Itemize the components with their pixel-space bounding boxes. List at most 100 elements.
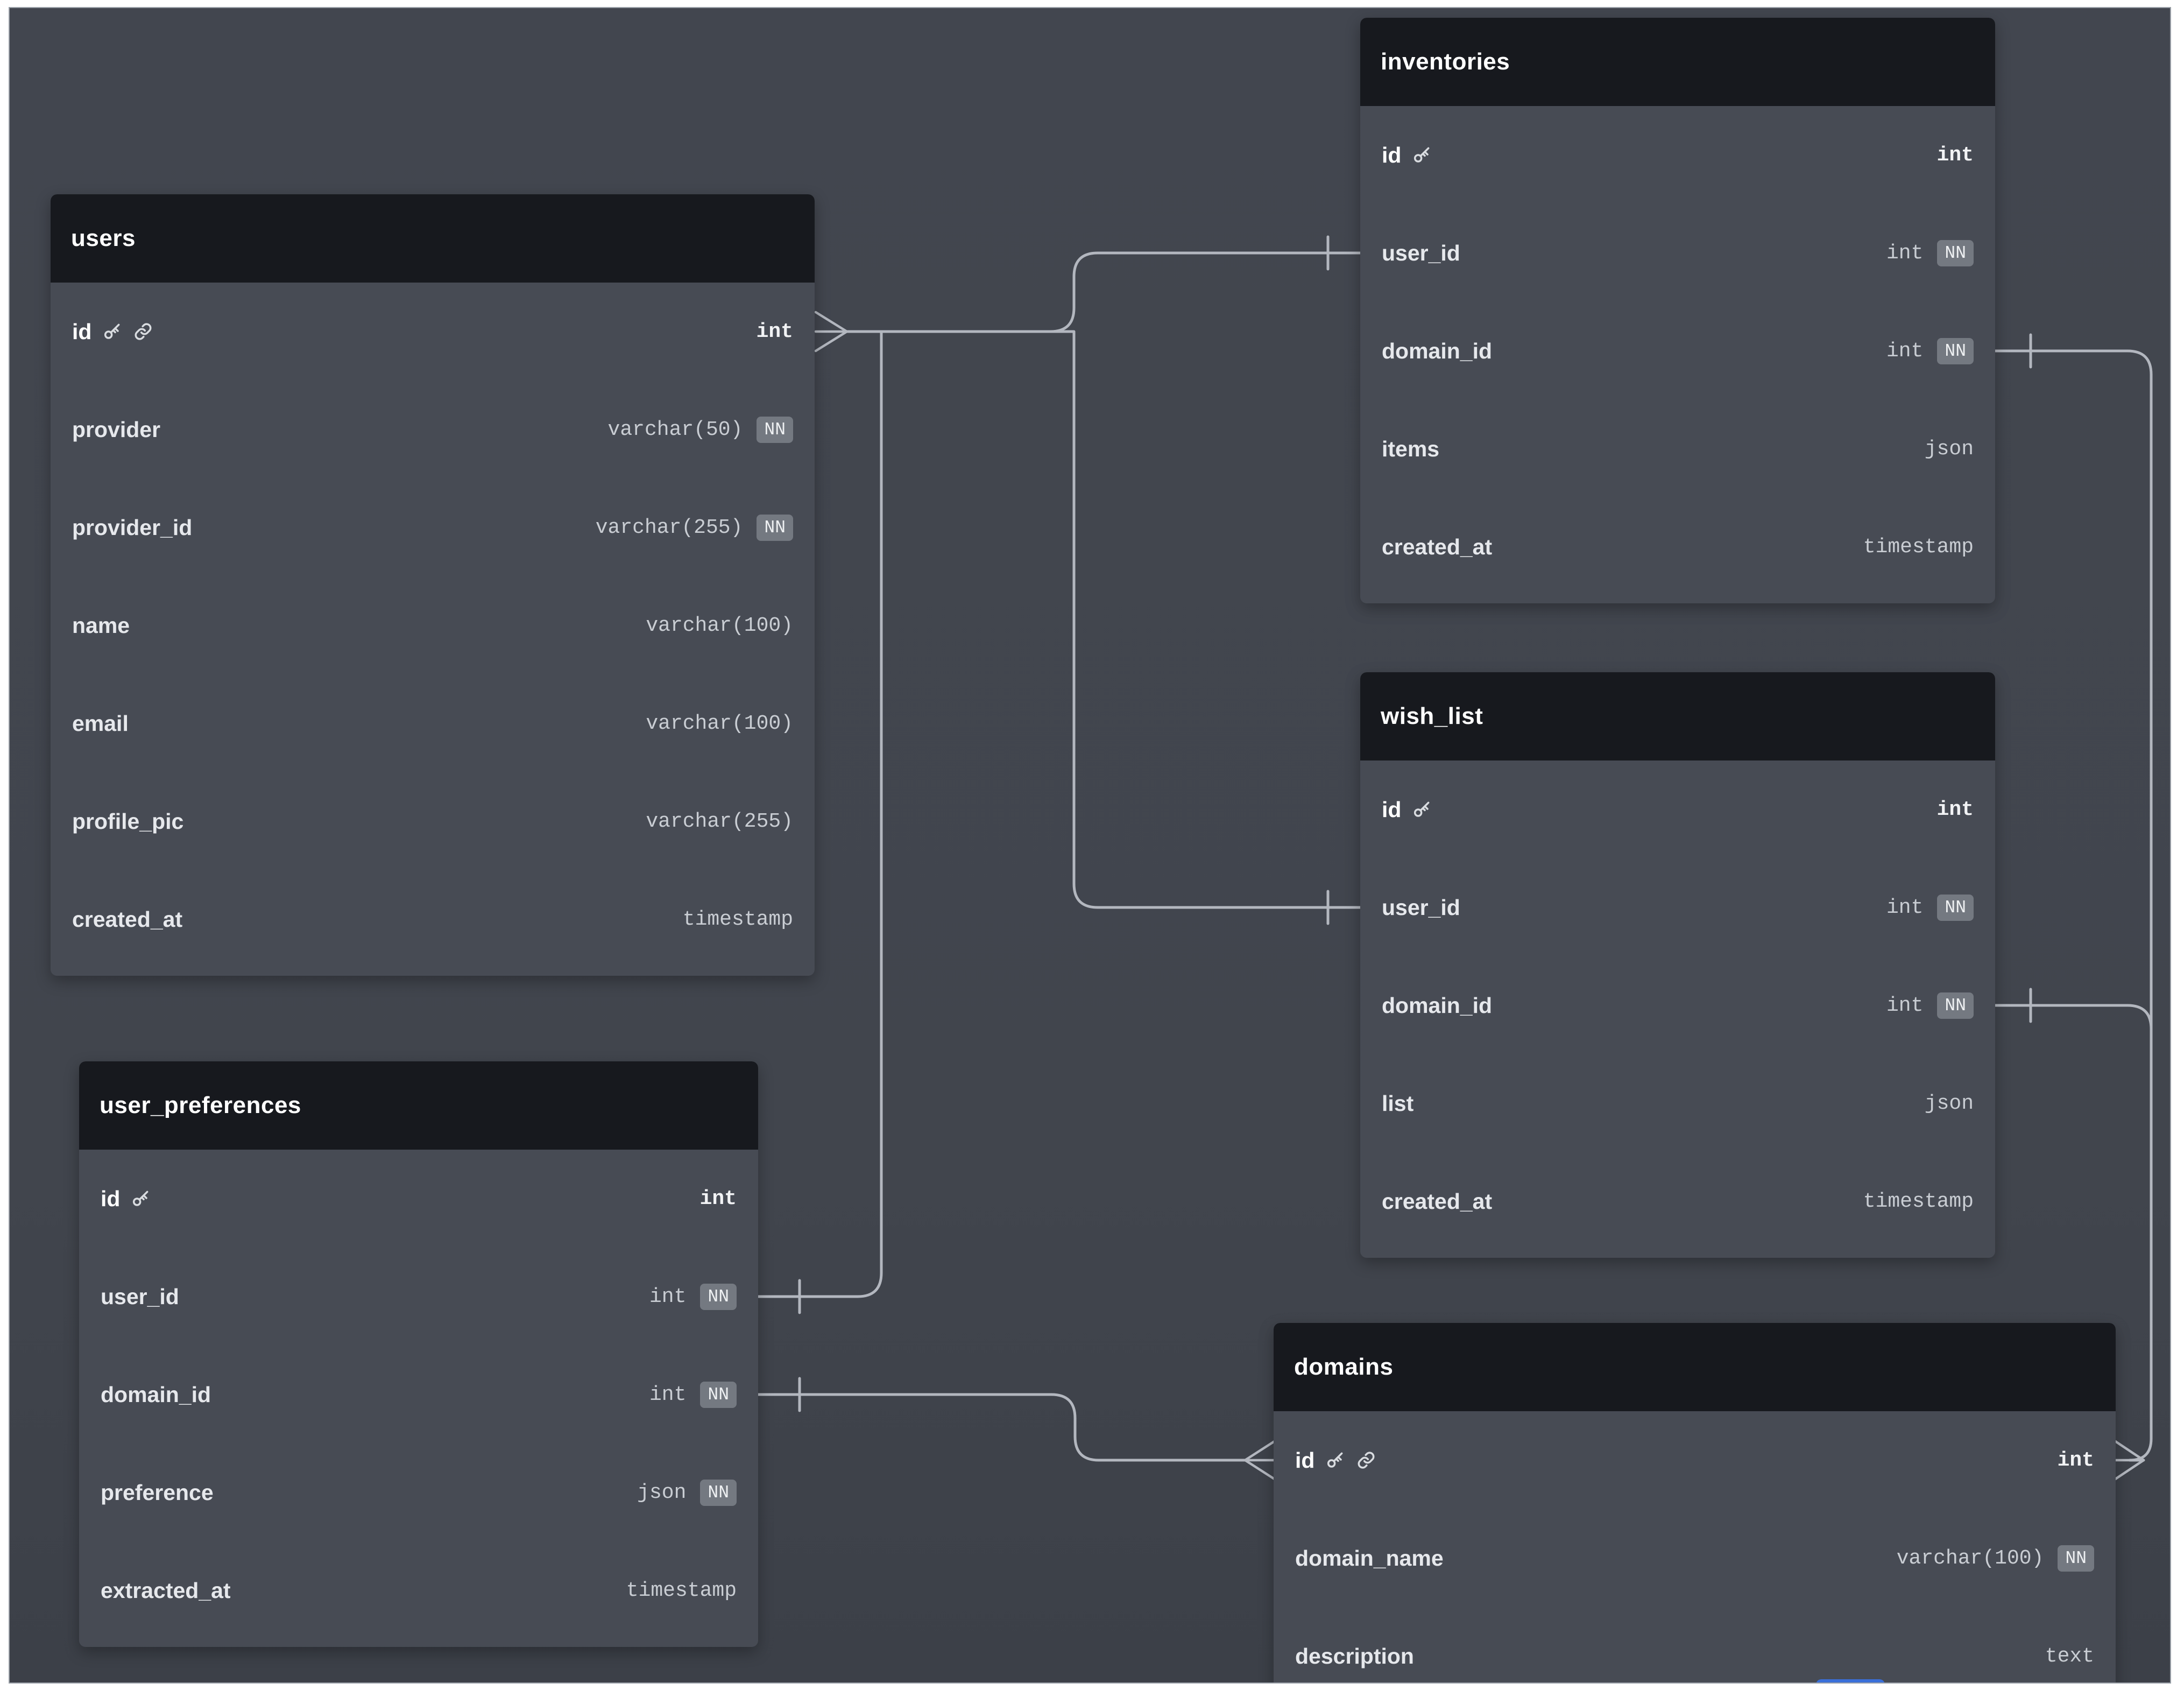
field-row-user_preferences-user_id[interactable]: user_id int NN (79, 1248, 758, 1346)
field-name: id (72, 319, 92, 344)
field-row-users-provider[interactable]: provider varchar(50) NN (51, 381, 815, 478)
key-icon (133, 1191, 149, 1206)
field-type: int (2057, 1448, 2094, 1472)
not-null-badge: NN (1937, 240, 1974, 266)
field-name: profile_pic (72, 808, 184, 834)
field-name: provider (72, 417, 161, 442)
many-crowfoot-users-id (814, 311, 849, 353)
field-name: domain_name (1295, 1545, 1444, 1571)
table-title: inventories (1381, 48, 1510, 75)
field-type: int (1886, 896, 1924, 919)
field-name: user_id (101, 1284, 179, 1309)
field-type: varchar(100) (646, 614, 793, 637)
relationship-line-users-wishlist (845, 330, 1362, 909)
link-icon (1358, 1452, 1375, 1469)
field-name: user_id (1382, 895, 1460, 920)
field-row-users-id[interactable]: id int (51, 283, 815, 381)
relationship-line-wishlist-domains (1994, 1004, 2153, 1086)
field-name: list (1382, 1090, 1414, 1116)
not-null-badge: NN (1937, 337, 1974, 364)
field-row-wish_list-id[interactable]: id int (1360, 761, 1995, 858)
field-row-wish_list-list[interactable]: list json (1360, 1054, 1995, 1152)
field-name: email (72, 710, 129, 736)
field-type: timestamp (682, 907, 793, 931)
table-inventories-header[interactable]: inventories (1360, 18, 1995, 106)
hidden-button-peek (1816, 1679, 1885, 1682)
field-name: provider_id (72, 515, 193, 540)
field-type: int (1886, 339, 1924, 363)
field-type: text (2045, 1644, 2094, 1668)
field-name: created_at (72, 906, 183, 932)
field-type: varchar(50) (607, 418, 743, 441)
field-row-inventories-created_at[interactable]: created_at timestamp (1360, 498, 1995, 596)
field-type: timestamp (1863, 1189, 1974, 1213)
field-type: int (1936, 798, 1974, 821)
relationship-line-users-inventories (845, 251, 1362, 333)
field-type: int (649, 1285, 687, 1308)
field-type: varchar(255) (595, 516, 743, 539)
not-null-badge: NN (757, 416, 793, 443)
field-name: user_id (1382, 240, 1460, 265)
table-domains-header[interactable]: domains (1274, 1323, 2116, 1411)
table-title: wish_list (1381, 703, 1483, 729)
field-name: created_at (1382, 534, 1493, 559)
field-name: domain_id (101, 1382, 211, 1407)
field-type: timestamp (1863, 535, 1974, 559)
field-name: id (1382, 797, 1402, 822)
field-type: int (756, 320, 793, 343)
field-type: varchar(100) (1896, 1546, 2044, 1570)
not-null-badge: NN (700, 1283, 737, 1310)
key-icon (104, 323, 120, 339)
table-title: domains (1294, 1354, 1394, 1380)
field-row-users-provider_id[interactable]: provider_id varchar(255) NN (51, 478, 815, 576)
table-title: user_preferences (100, 1092, 301, 1118)
field-name: description (1295, 1643, 1414, 1668)
field-row-inventories-domain_id[interactable]: domain_id int NN (1360, 302, 1995, 400)
field-name: items (1382, 436, 1440, 461)
field-row-users-created_at[interactable]: created_at timestamp (51, 870, 815, 968)
not-null-badge: NN (757, 514, 793, 541)
field-row-domains-description[interactable]: description text (1274, 1607, 2116, 1682)
field-type: json (1924, 1092, 1974, 1115)
relationship-line-inventories-domains (1994, 349, 2153, 1462)
field-name: domain_id (1382, 992, 1493, 1018)
link-icon (135, 323, 152, 340)
many-crowfoot-domains-id-right (2113, 1439, 2145, 1481)
key-icon (1414, 147, 1430, 163)
field-name: name (72, 612, 130, 638)
field-name: extracted_at (101, 1578, 231, 1603)
field-name: id (1382, 142, 1402, 167)
table-wish_list-header[interactable]: wish_list (1360, 672, 1995, 761)
many-crowfoot-domains-id-left (1243, 1439, 1277, 1481)
field-row-users-profile_pic[interactable]: profile_pic varchar(255) (51, 772, 815, 870)
table-users-header[interactable]: users (51, 194, 815, 283)
field-type: int (649, 1383, 687, 1406)
not-null-badge: NN (1937, 992, 1974, 1019)
table-title: users (71, 225, 136, 251)
field-name: domain_id (1382, 338, 1493, 363)
field-row-users-name[interactable]: name varchar(100) (51, 576, 815, 674)
field-type: varchar(255) (646, 809, 793, 833)
table-user_preferences-header[interactable]: user_preferences (79, 1061, 758, 1150)
